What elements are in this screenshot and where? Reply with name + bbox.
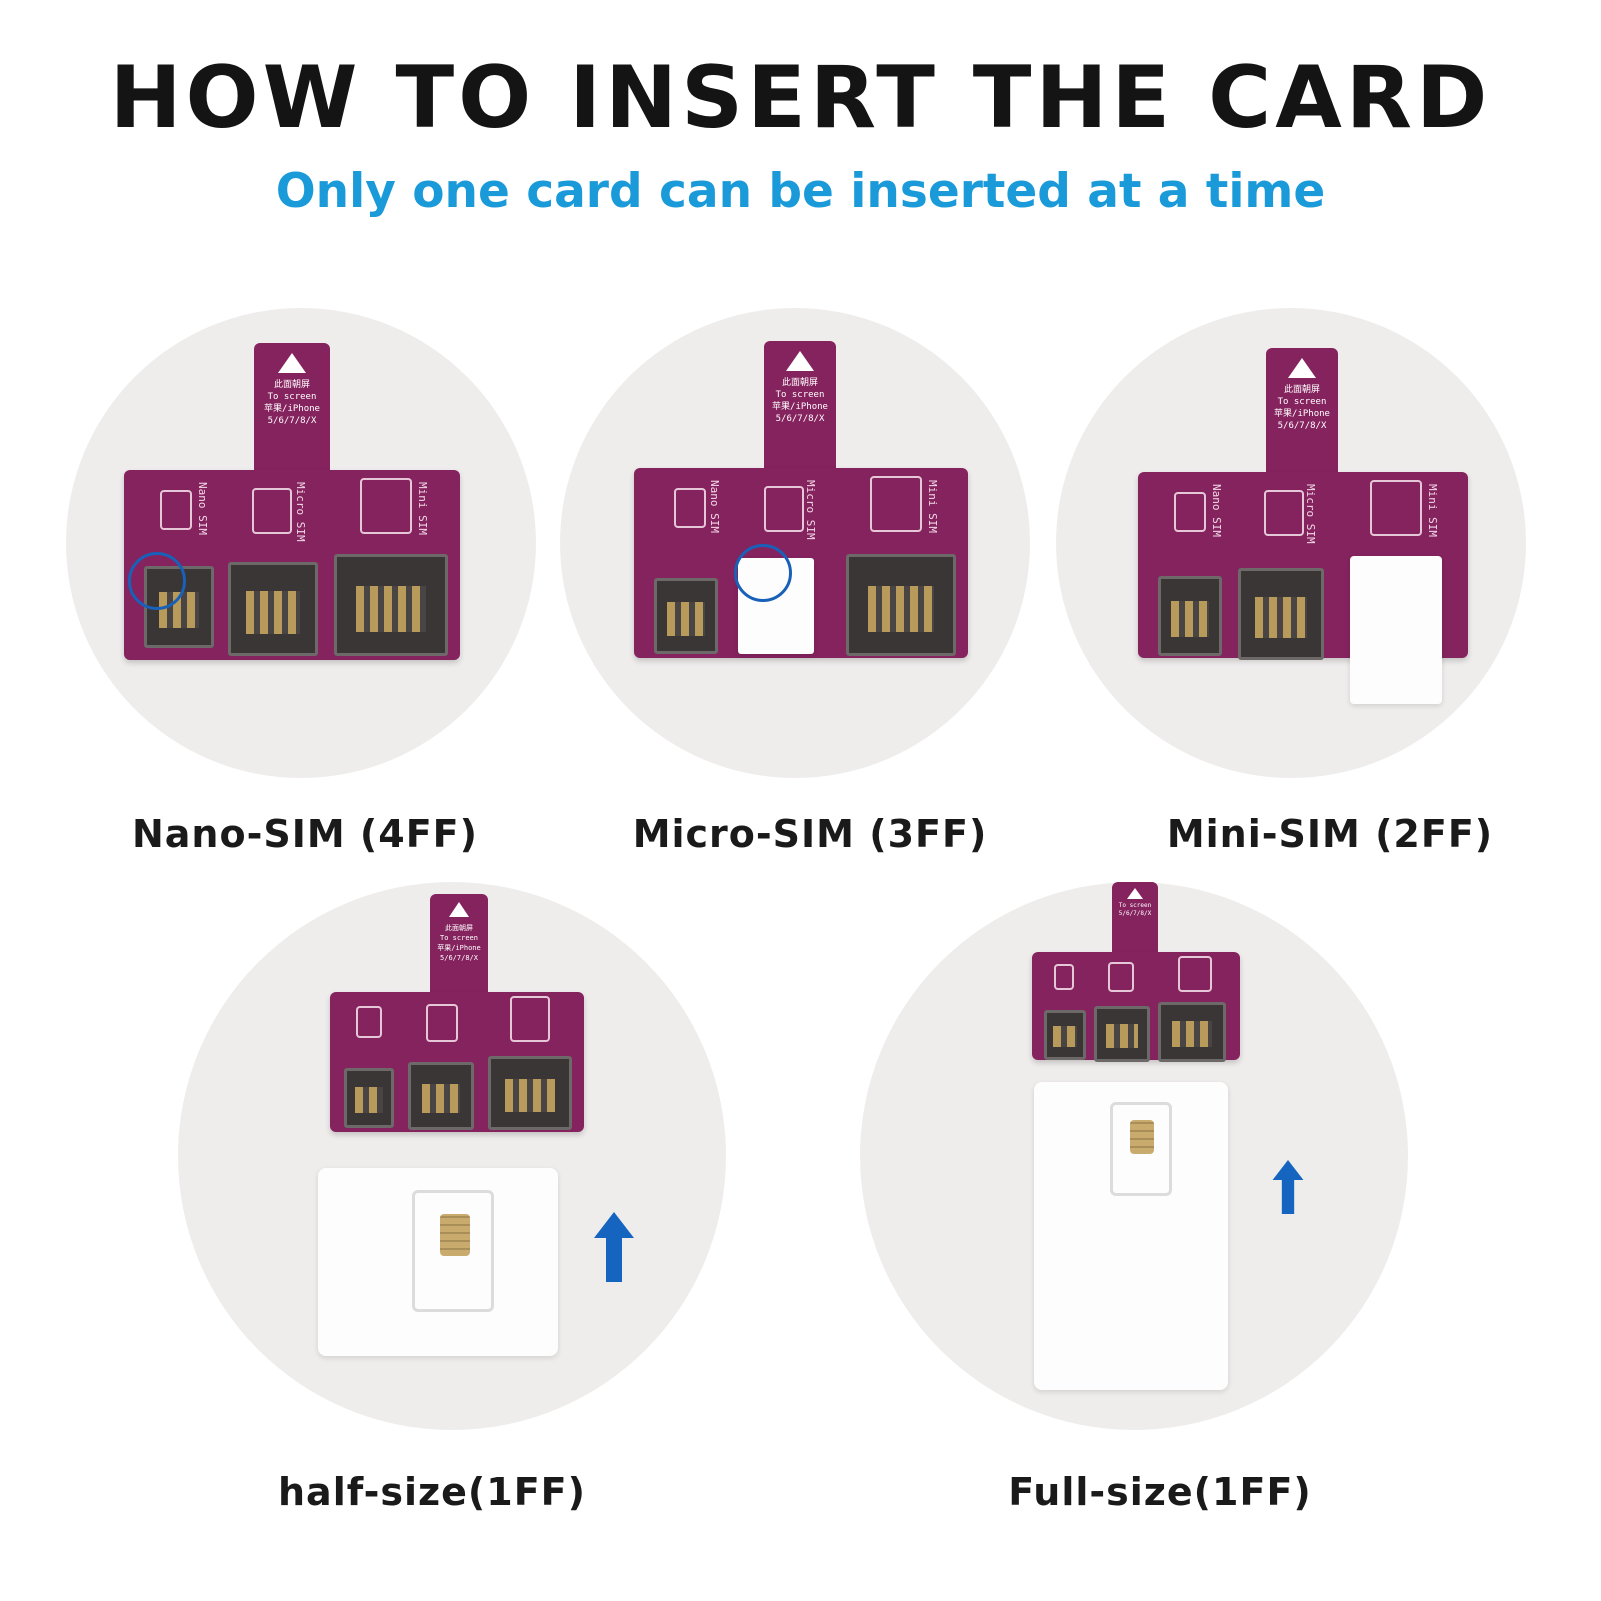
up-triangle-icon	[278, 353, 306, 373]
silk-label: Nano SIM	[196, 482, 209, 535]
tab-text: To screen	[267, 392, 317, 402]
adapter-board: Nano SIM Micro SIM Mini SIM	[634, 468, 968, 658]
micro-slot[interactable]	[1238, 568, 1324, 660]
tab-text: 5/6/7/8/X	[1277, 421, 1327, 431]
tab-text: 此面朝屏	[781, 378, 818, 388]
slot-highlight-circle	[128, 552, 186, 610]
adapter-tab: 此面朝屏 To screen 苹果/iPhone 5/6/7/8/X	[254, 343, 330, 471]
nano-slot[interactable]	[1044, 1010, 1086, 1060]
mini-outline	[360, 478, 412, 534]
sim-chip	[440, 1214, 470, 1256]
tab-text: 此面朝屏	[1283, 385, 1320, 395]
tab-text: To screen	[1118, 902, 1152, 909]
tab-text: 此面朝屏	[445, 924, 473, 932]
adapter-board	[1032, 952, 1240, 1062]
up-triangle-icon	[1288, 358, 1316, 378]
mini-slot[interactable]	[846, 554, 956, 656]
page-title: HOW TO INSERT THE CARD	[109, 48, 1492, 148]
panel-label: Full-size(1FF)	[1008, 1470, 1312, 1514]
micro-outline	[1264, 490, 1304, 536]
micro-outline	[426, 1004, 458, 1042]
adapter-board	[330, 992, 584, 1132]
nano-slot[interactable]	[1158, 576, 1222, 656]
up-arrow-icon	[1272, 1160, 1304, 1214]
tab-text: 5/6/7/8/X	[267, 416, 317, 426]
sim-chip	[1130, 1120, 1154, 1154]
mini-slot[interactable]	[1158, 1002, 1226, 1062]
silk-label: Micro SIM	[294, 482, 307, 542]
mini-slot[interactable]	[334, 554, 448, 656]
silk-label: Micro SIM	[804, 480, 817, 540]
silk-label: Nano SIM	[1210, 484, 1223, 537]
panel-label: Micro-SIM (3FF)	[632, 812, 988, 856]
tab-text: To screen	[775, 390, 825, 400]
nano-slot[interactable]	[654, 578, 718, 654]
nano-outline	[1054, 964, 1074, 990]
tab-text: 苹果/iPhone	[264, 404, 320, 414]
nano-slot[interactable]	[344, 1068, 394, 1128]
tab-text: 5/6/7/8/X	[1118, 910, 1152, 917]
tab-text: 5/6/7/8/X	[775, 414, 825, 424]
mini-outline	[1370, 480, 1422, 536]
micro-outline	[764, 486, 804, 532]
mini-outline	[870, 476, 922, 532]
panel-label: half-size(1FF)	[278, 1470, 586, 1514]
page-subtitle: Only one card can be inserted at a time	[275, 164, 1326, 219]
tab-text: 此面朝屏	[273, 380, 310, 390]
panel-label: Nano-SIM (4FF)	[131, 812, 479, 856]
tab-text: 苹果/iPhone	[772, 402, 828, 412]
tab-text: 苹果/iPhone	[437, 944, 481, 952]
sim-cutout	[1110, 1102, 1172, 1196]
sim-cutout	[412, 1190, 494, 1312]
micro-outline	[1108, 962, 1134, 992]
tab-text: 苹果/iPhone	[1274, 409, 1330, 419]
nano-outline	[674, 488, 706, 528]
tab-text: To screen	[440, 934, 478, 942]
micro-slot[interactable]	[1094, 1006, 1150, 1062]
adapter-board: Nano SIM Micro SIM Mini SIM	[1138, 472, 1468, 660]
adapter-board: Nano SIM Micro SIM Mini SIM	[124, 470, 460, 660]
nano-outline	[1174, 492, 1206, 532]
mini-outline	[1178, 956, 1212, 992]
adapter-tab: To screen 5/6/7/8/X	[1112, 882, 1158, 954]
mini-slot[interactable]	[488, 1056, 572, 1130]
silk-label: Micro SIM	[1304, 484, 1317, 544]
silk-label: Mini SIM	[926, 480, 939, 533]
nano-outline	[356, 1006, 382, 1038]
tab-text: 5/6/7/8/X	[440, 954, 478, 962]
slot-highlight-circle	[734, 544, 792, 602]
up-triangle-icon	[1127, 888, 1143, 899]
mini-sim-inserted[interactable]	[1350, 556, 1442, 704]
adapter-tab: 此面朝屏 To screen 苹果/iPhone 5/6/7/8/X	[430, 894, 488, 994]
silk-label: Mini SIM	[416, 482, 429, 535]
adapter-tab: 此面朝屏 To screen 苹果/iPhone 5/6/7/8/X	[764, 341, 836, 469]
silk-label: Nano SIM	[708, 480, 721, 533]
nano-outline	[160, 490, 192, 530]
mini-outline	[510, 996, 550, 1042]
panel-label: Mini-SIM (2FF)	[1166, 812, 1494, 856]
up-triangle-icon	[786, 351, 814, 371]
silk-label: Mini SIM	[1426, 484, 1439, 537]
up-triangle-icon	[449, 902, 469, 917]
micro-slot[interactable]	[228, 562, 318, 656]
micro-outline	[252, 488, 292, 534]
full-size-sim-card[interactable]	[1034, 1082, 1228, 1390]
half-size-sim-card[interactable]	[318, 1168, 558, 1356]
up-arrow-icon	[594, 1212, 634, 1282]
adapter-tab: 此面朝屏 To screen 苹果/iPhone 5/6/7/8/X	[1266, 348, 1338, 472]
micro-slot[interactable]	[408, 1062, 474, 1130]
tab-text: To screen	[1277, 397, 1327, 407]
